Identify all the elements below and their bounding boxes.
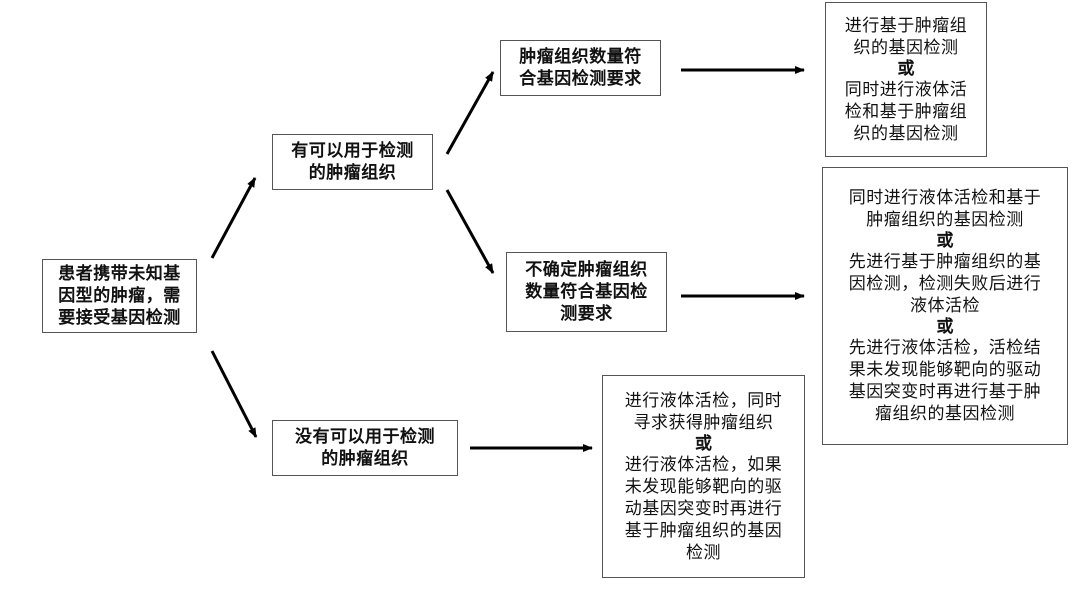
result-text-line: 先进行液体活检，活检结 [848,338,1042,358]
result-text-line: 因检测，检测失败后进行 [848,274,1042,294]
result-text-line: 基于肿瘤组织的基因 [624,520,783,541]
result-text-line: 先进行基于肿瘤组织的基 [848,252,1042,272]
result-text-line: 果未发现能够靶向的驱动 [848,360,1042,380]
result-text-line: 进行液体活检，如果 [624,454,783,475]
node-text-line: 合基因检测要求 [519,69,642,89]
node-text-line: 数量符合基因检 [525,282,648,302]
arrow-root-to-no-tissue [210,350,258,438]
result-text-line: 瘤组织的基因检测 [875,404,1015,424]
result-text-line: 同时进行液体活检和基于 [848,188,1042,208]
result-text-line: 基因突变时再进行基于肿 [848,382,1042,402]
node-text-line: 没有可以用于检测 [295,427,435,447]
node-has-testable-tissue: 有可以用于检测 的肿瘤组织 [272,134,433,190]
result-text-line: 进行液体活检，同时 [624,390,783,411]
result-tissue-uncertain: 同时进行液体活检和基于 肿瘤组织的基因检测 或 先进行基于肿瘤组织的基 因检测，… [822,167,1068,445]
node-root-patient-unknown-genotype: 患者携带未知基 因型的肿瘤，需 要接受基因检测 [42,259,197,333]
node-tissue-uncertain: 不确定肿瘤组织 数量符合基因检 测要求 [506,252,667,332]
node-text-line: 要接受基因检测 [58,308,181,328]
result-text-line: 寻求获得肿瘤组织 [633,412,774,433]
or-separator: 或 [897,58,915,79]
result-text-line: 液体活检 [910,296,980,316]
result-text-line: 动基因突变时再进行 [624,498,783,519]
or-separator: 或 [695,433,712,454]
result-text-line: 未发现能够靶向的驱 [624,476,783,497]
result-tissue-sufficient: 进行基于肿瘤组 织的基因检测 或 同时进行液体活 检和基于肿瘤组 织的基因检测 [825,2,987,157]
result-text-line: 织的基因检测 [853,37,959,58]
or-separator: 或 [936,317,954,337]
node-text-line: 测要求 [560,304,613,324]
result-text-line: 进行基于肿瘤组 [844,15,968,36]
arrow-root-to-has-tissue [210,177,257,259]
result-no-tissue: 进行液体活检，同时 寻求获得肿瘤组织 或 进行液体活检，如果 未发现能够靶向的驱… [602,375,805,578]
node-text-line: 因型的肿瘤，需 [58,286,181,306]
result-text-line: 检和基于肿瘤组 [844,101,968,122]
node-text-line: 患者携带未知基 [58,264,181,284]
arrow-has-tissue-to-uncertain [445,189,495,274]
or-separator: 或 [936,231,954,251]
node-text-line: 的肿瘤组织 [321,449,409,469]
result-text-line: 同时进行液体活 [844,79,968,100]
node-text-line: 不确定肿瘤组织 [525,260,648,280]
node-tissue-sufficient: 肿瘤组织数量符 合基因检测要求 [500,40,661,96]
node-text-line: 的肿瘤组织 [308,163,397,183]
node-text-line: 有可以用于检测 [291,141,414,161]
result-text-line: 肿瘤组织的基因检测 [866,210,1024,230]
node-no-testable-tissue: 没有可以用于检测 的肿瘤组织 [272,420,458,476]
result-text-line: 检测 [686,542,721,563]
arrow-has-tissue-to-sufficient [445,71,495,155]
node-text-line: 肿瘤组织数量符 [519,47,642,67]
result-text-line: 织的基因检测 [853,123,959,144]
